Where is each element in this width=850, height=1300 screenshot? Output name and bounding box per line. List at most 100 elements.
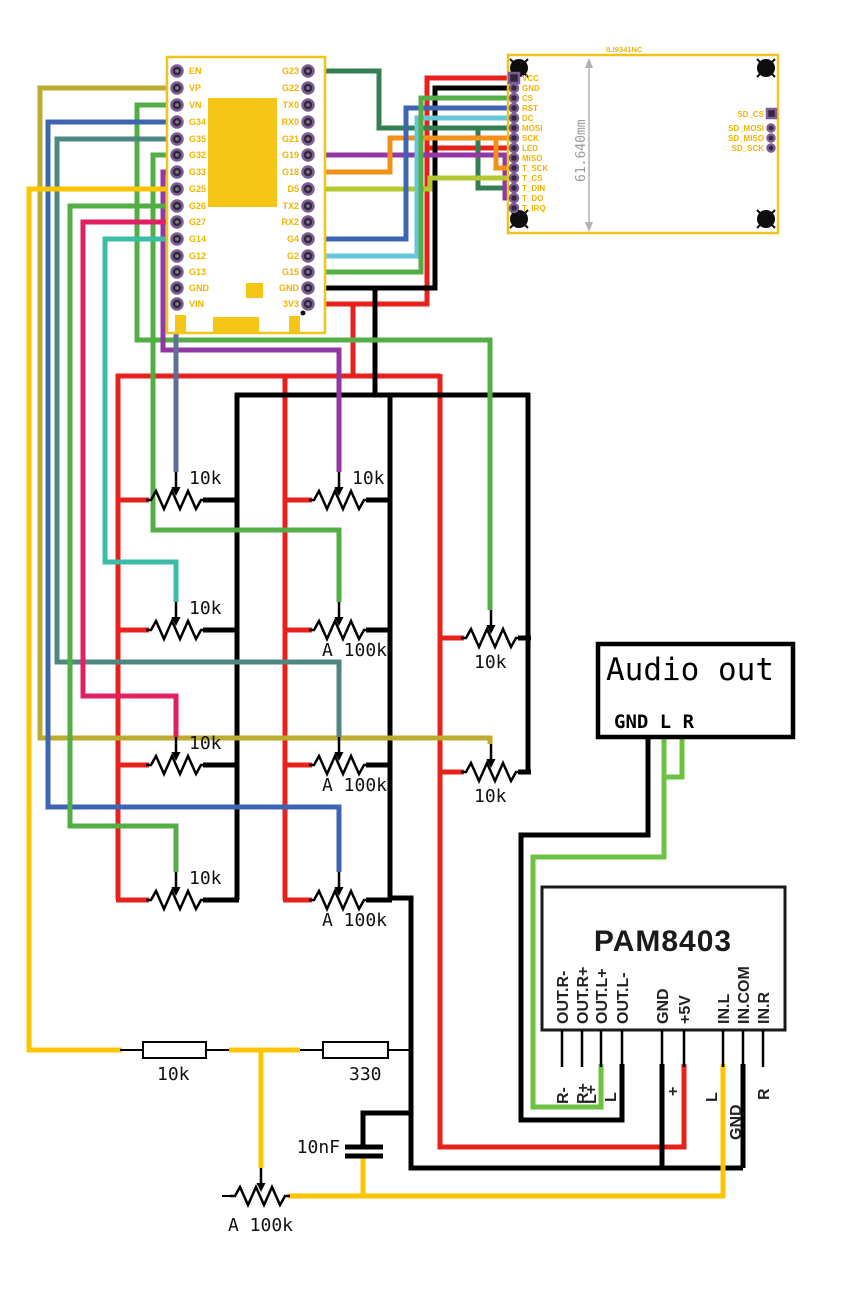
pin-label: G19	[282, 150, 299, 160]
resistor-value: 330	[349, 1064, 382, 1085]
passive-components: 10k 330 10nF	[120, 1041, 411, 1159]
pin-sublabel: R+	[575, 1083, 592, 1104]
pin-label: T_CS	[522, 174, 543, 183]
pin-sublabel: L	[704, 1092, 721, 1102]
wire-g35-pot	[54, 136, 342, 737]
wire-g32-pot	[150, 152, 342, 602]
esp32-right-pads	[301, 64, 315, 311]
dimension-text: 61.640mm	[574, 119, 589, 182]
pin-label: GND	[189, 283, 210, 293]
pin-label: SD_CS	[737, 110, 764, 119]
pin-label: G22	[282, 83, 299, 93]
display-sd-pads	[765, 107, 778, 153]
audio-out-box	[595, 641, 796, 740]
potentiometer-volume: A 100k	[222, 1166, 293, 1236]
pin-label: RX0	[281, 117, 299, 127]
wire-audioout-gnd	[518, 735, 651, 1123]
wire-g18-sck	[311, 135, 510, 175]
pot-value: 10k	[189, 598, 222, 619]
pin-label: G14	[189, 234, 206, 244]
signal-wires	[26, 68, 726, 1199]
pot-value: 10k	[189, 468, 222, 489]
wire-sck-tsck-branch	[493, 138, 510, 171]
pam8403-pin-labels: OUT.R- OUT.R+ OUT.L+ OUT.L- GND +5V IN.L…	[555, 966, 773, 1024]
pin-label: RX2	[281, 217, 299, 227]
esp32-tab-left	[175, 315, 186, 333]
pam8403-pin-stubs	[560, 1030, 765, 1067]
esp32-dot	[300, 310, 306, 316]
wire-cap-gnd	[360, 1110, 411, 1149]
pin-label: G25	[189, 184, 206, 194]
pot-value: A 100k	[322, 640, 387, 661]
pin-label: T_DIN	[522, 184, 545, 193]
pin-label: RST	[522, 104, 538, 113]
pin-sublabel: +	[665, 1087, 682, 1096]
pin-label: G26	[189, 201, 206, 211]
pin-label: OUT.R-	[555, 971, 572, 1024]
pin-label: IN.L	[716, 994, 733, 1024]
wire-g14-pot	[102, 236, 179, 602]
capacitor-10nf: 10nF	[297, 1137, 383, 1159]
dimension-annotation: 61.640mm	[574, 58, 593, 232]
power-net-red	[115, 75, 687, 1150]
pin-label: LED	[522, 144, 538, 153]
pin-label: MOSI	[522, 124, 542, 133]
pam8403-module: PAM8403 OUT.R- OUT.R+ OUT.L+ OUT.L- GND …	[540, 885, 787, 1140]
pin-sublabel: L	[603, 1092, 620, 1102]
pin-label: GND	[655, 988, 672, 1024]
esp32-board: EN VP VN G34 G35 G32 G33 G25 G26 G27 G14…	[165, 55, 327, 335]
display-sd-labels: SD_CS SD_MOSI SD_MISO SD_SCK	[728, 110, 765, 153]
pin-label: SD_SCK	[732, 144, 765, 153]
ground-net-black	[234, 85, 746, 1171]
pin-label: OUT.L+	[594, 968, 611, 1024]
wire-vp-pot	[37, 85, 493, 744]
wire-mosi-tdin-branch	[475, 128, 510, 191]
pot-value: 10k	[352, 468, 385, 489]
wire-d5-tcs	[311, 175, 510, 192]
pin-label: G34	[189, 117, 206, 127]
wire-g23-mosi	[311, 68, 510, 131]
potentiometer-c2r4: A 100k	[283, 870, 392, 931]
pin-sublabel: L+	[583, 1085, 600, 1104]
pin-label: D5	[287, 184, 299, 194]
potentiometer-c1r3: 10k	[116, 733, 239, 776]
pin-sublabel: R	[756, 1088, 773, 1100]
pin-label: OUT.L-	[615, 972, 632, 1024]
potentiometer-c2r3: A 100k	[283, 735, 392, 796]
pin-label: G21	[282, 134, 299, 144]
potentiometer-c3r3: 10k	[441, 742, 531, 807]
wire-g4-rst	[311, 105, 510, 242]
potentiometer-c3r2: 10k	[441, 608, 531, 673]
display-outline	[506, 53, 780, 235]
potentiometer-c1r4: 10k	[116, 868, 239, 911]
pin-label: G33	[189, 167, 206, 177]
esp32-tab-right	[289, 316, 300, 333]
pin-label: T_SCK	[522, 164, 548, 173]
pin-label: DC	[522, 114, 534, 123]
esp32-right-pin-labels: G23 G22 TX0 RX0 G21 G19 G18 D5 TX2 RX2 G…	[279, 66, 300, 309]
pam8403-title: PAM8403	[594, 925, 732, 958]
wire-audio-lr	[530, 735, 667, 1110]
pin-label: VP	[189, 83, 201, 93]
pin-label: G32	[189, 150, 206, 160]
wire-red-rail-col3-5v	[437, 374, 687, 1150]
pin-label: G27	[189, 217, 206, 227]
audio-out-pins: GND L R	[614, 711, 695, 733]
potentiometer-c1r1: 10k	[116, 468, 239, 511]
pin-label: G35	[189, 134, 206, 144]
wire-g34-pot	[45, 119, 342, 872]
pin-label: VCC	[522, 74, 539, 83]
wire-g2-dc	[311, 115, 510, 259]
audio-out-module: Audio out GND L R	[595, 641, 796, 740]
wire-gnd-rail-col2	[387, 393, 743, 1171]
display-pin-labels: VCC GND CS RST DC MOSI SCK LED MISO T_SC…	[522, 74, 548, 213]
potentiometers: 10k 10k 10k 10k 10k	[116, 468, 531, 1236]
pin-label: G2	[287, 251, 299, 261]
pam8403-sub-labels: R- R+ L+ L + L GND R	[555, 1083, 773, 1140]
pin-label: CS	[522, 94, 534, 103]
pin-label: T_DO	[522, 194, 543, 203]
wire-vn-pot	[134, 102, 493, 610]
pin-label: OUT.R+	[575, 967, 592, 1024]
resistor-10k	[142, 1041, 207, 1059]
